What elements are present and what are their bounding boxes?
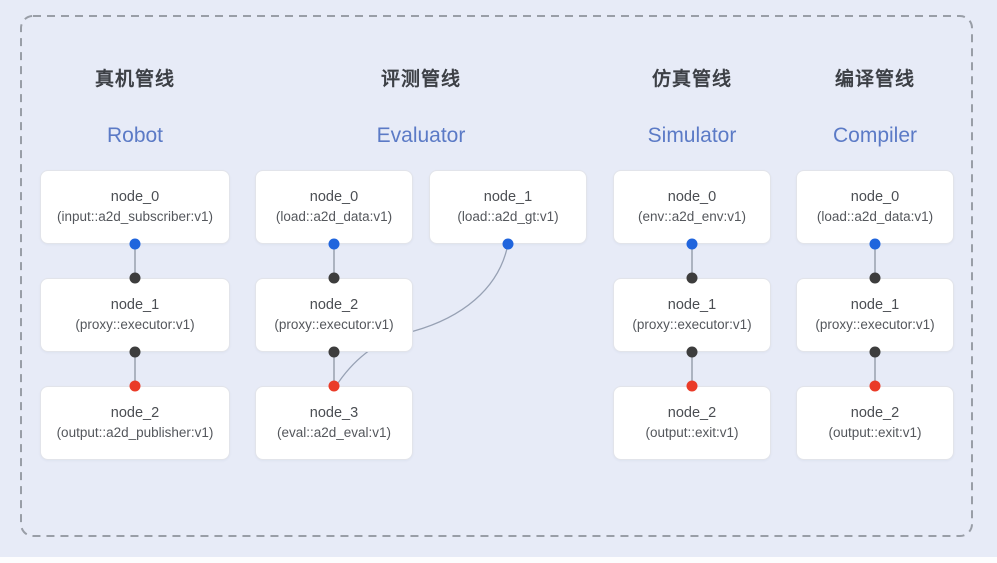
port-input-black-icon bbox=[869, 272, 881, 284]
node-name: node_2 bbox=[850, 404, 900, 421]
node-name: node_1 bbox=[110, 296, 160, 313]
bottom-strip bbox=[0, 557, 997, 563]
port-input-black-icon bbox=[328, 272, 340, 284]
node-type: (input::a2d_subscriber:v1) bbox=[56, 209, 214, 225]
node-name: node_3 bbox=[309, 404, 359, 421]
node-evaluator-3: node_3 (eval::a2d_eval:v1) bbox=[255, 386, 413, 460]
node-type: (proxy::executor:v1) bbox=[632, 317, 752, 333]
port-output-black-icon bbox=[328, 346, 340, 358]
node-name: node_1 bbox=[850, 296, 900, 313]
port-input-red-icon bbox=[328, 380, 340, 392]
node-type: (env::a2d_env:v1) bbox=[637, 209, 747, 225]
port-output-blue-icon bbox=[328, 238, 340, 250]
node-name: node_0 bbox=[667, 188, 717, 205]
node-simulator-0: node_0 (env::a2d_env:v1) bbox=[613, 170, 771, 244]
node-name: node_0 bbox=[850, 188, 900, 205]
pipeline-title-en-simulator: Simulator bbox=[647, 124, 737, 147]
port-input-red-icon bbox=[686, 380, 698, 392]
pipeline-title-zh-compiler: 编译管线 bbox=[834, 69, 915, 90]
pipeline-title-en-compiler: Compiler bbox=[832, 124, 918, 147]
pipeline-title-zh-simulator: 仿真管线 bbox=[651, 69, 732, 90]
node-name: node_2 bbox=[667, 404, 717, 421]
node-type: (eval::a2d_eval:v1) bbox=[276, 425, 392, 441]
port-output-black-icon bbox=[869, 346, 881, 358]
node-simulator-2: node_2 (output::exit:v1) bbox=[613, 386, 771, 460]
node-type: (load::a2d_data:v1) bbox=[275, 209, 393, 225]
pipeline-title-en-evaluator: Evaluator bbox=[376, 124, 466, 147]
port-input-red-icon bbox=[129, 380, 141, 392]
node-name: node_0 bbox=[110, 188, 160, 205]
node-robot-0: node_0 (input::a2d_subscriber:v1) bbox=[40, 170, 230, 244]
node-name: node_1 bbox=[483, 188, 533, 205]
node-type: (output::a2d_publisher:v1) bbox=[56, 425, 214, 441]
node-name: node_1 bbox=[667, 296, 717, 313]
port-output-blue-icon bbox=[502, 238, 514, 250]
node-type: (output::exit:v1) bbox=[645, 425, 739, 441]
node-type: (output::exit:v1) bbox=[828, 425, 922, 441]
port-output-blue-icon bbox=[686, 238, 698, 250]
node-evaluator-2: node_2 (proxy::executor:v1) bbox=[255, 278, 413, 352]
pipeline-title-zh-evaluator: 评测管线 bbox=[380, 69, 461, 90]
dashed-frame bbox=[20, 15, 973, 537]
node-compiler-2: node_2 (output::exit:v1) bbox=[796, 386, 954, 460]
node-name: node_2 bbox=[110, 404, 160, 421]
node-type: (proxy::executor:v1) bbox=[815, 317, 935, 333]
node-simulator-1: node_1 (proxy::executor:v1) bbox=[613, 278, 771, 352]
node-robot-1: node_1 (proxy::executor:v1) bbox=[40, 278, 230, 352]
port-output-black-icon bbox=[129, 346, 141, 358]
node-type: (load::a2d_gt:v1) bbox=[457, 209, 559, 225]
node-evaluator-0: node_0 (load::a2d_data:v1) bbox=[255, 170, 413, 244]
node-name: node_0 bbox=[309, 188, 359, 205]
port-input-black-icon bbox=[686, 272, 698, 284]
pipeline-title-en-robot: Robot bbox=[106, 124, 164, 147]
port-output-blue-icon bbox=[869, 238, 881, 250]
port-input-black-icon bbox=[129, 272, 141, 284]
node-type: (proxy::executor:v1) bbox=[75, 317, 195, 333]
node-compiler-0: node_0 (load::a2d_data:v1) bbox=[796, 170, 954, 244]
port-output-blue-icon bbox=[129, 238, 141, 250]
edge-gt-to-eval bbox=[335, 243, 509, 387]
node-type: (load::a2d_data:v1) bbox=[816, 209, 934, 225]
node-compiler-1: node_1 (proxy::executor:v1) bbox=[796, 278, 954, 352]
port-output-black-icon bbox=[686, 346, 698, 358]
port-input-red-icon bbox=[869, 380, 881, 392]
node-robot-2: node_2 (output::a2d_publisher:v1) bbox=[40, 386, 230, 460]
node-type: (proxy::executor:v1) bbox=[274, 317, 394, 333]
node-name: node_2 bbox=[309, 296, 359, 313]
pipeline-title-zh-robot: 真机管线 bbox=[94, 69, 175, 90]
node-evaluator-1: node_1 (load::a2d_gt:v1) bbox=[429, 170, 587, 244]
